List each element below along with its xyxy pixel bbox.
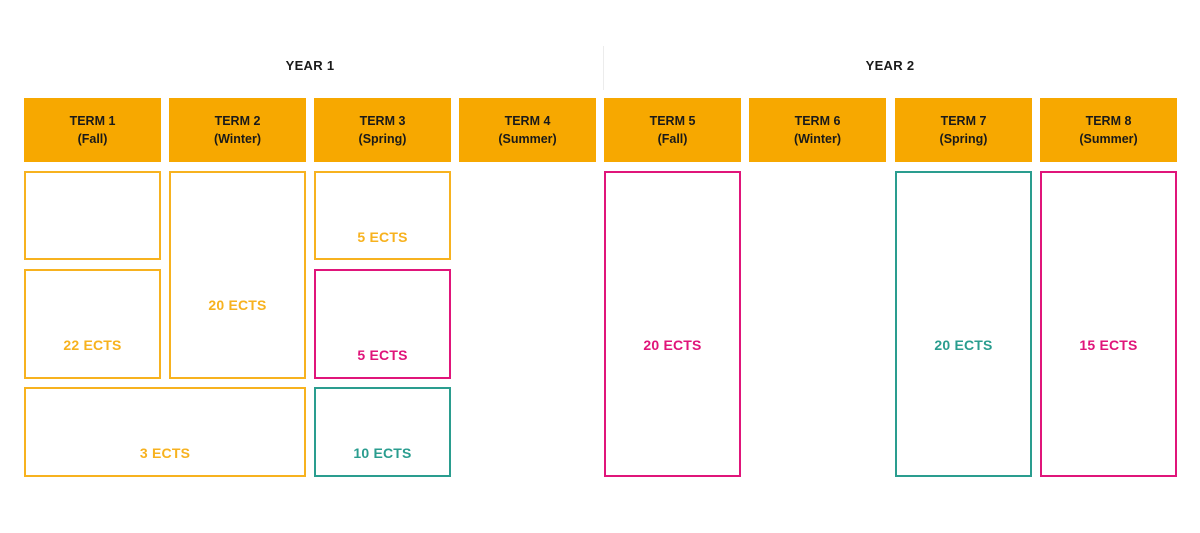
term-7-label: TERM 7 bbox=[940, 114, 987, 128]
term-8-header: TERM 8 (Summer) bbox=[1040, 98, 1177, 162]
term-7-season: (Spring) bbox=[939, 132, 988, 146]
term-3-middle-block: 5 ECTS bbox=[314, 269, 451, 379]
term-2-block: 20 ECTS bbox=[169, 171, 306, 379]
term-3-header: TERM 3 (Spring) bbox=[314, 98, 451, 162]
term-8-season: (Summer) bbox=[1079, 132, 1138, 146]
term-2-season: (Winter) bbox=[213, 132, 262, 146]
term-3-label: TERM 3 bbox=[359, 114, 406, 128]
term-1-label: TERM 1 bbox=[69, 114, 116, 128]
term-3-top-block: 5 ECTS bbox=[314, 171, 451, 260]
term-4-season: (Summer) bbox=[498, 132, 557, 146]
term-3-top-ects: 5 ECTS bbox=[357, 229, 408, 245]
term-5-ects: 20 ECTS bbox=[643, 337, 702, 353]
term-1-bottom-ects: 22 ECTS bbox=[63, 337, 122, 353]
term-1-2-wide-ects: 3 ECTS bbox=[139, 445, 191, 461]
term-7-header: TERM 7 (Spring) bbox=[895, 98, 1032, 162]
term-5-header: TERM 5 (Fall) bbox=[604, 98, 741, 162]
term-6-season: (Winter) bbox=[793, 132, 842, 146]
year-1-title: YEAR 1 bbox=[285, 58, 335, 73]
term-2-ects: 20 ECTS bbox=[208, 297, 267, 313]
year-divider bbox=[603, 46, 604, 90]
term-3-bottom-block: 10 ECTS bbox=[314, 387, 451, 477]
term-5-block: 20 ECTS bbox=[604, 171, 741, 477]
term-4-label: TERM 4 bbox=[504, 114, 551, 128]
term-2-header: TERM 2 (Winter) bbox=[169, 98, 306, 162]
term-4-header: TERM 4 (Summer) bbox=[459, 98, 596, 162]
term-5-label: TERM 5 bbox=[649, 114, 696, 128]
term-5-season: (Fall) bbox=[657, 132, 688, 146]
term-1-bottom-block: 22 ECTS bbox=[24, 269, 161, 379]
term-6-header: TERM 6 (Winter) bbox=[749, 98, 886, 162]
term-2-label: TERM 2 bbox=[214, 114, 261, 128]
term-1-2-wide-block: 3 ECTS bbox=[24, 387, 306, 477]
term-1-top-block bbox=[24, 171, 161, 260]
term-8-ects: 15 ECTS bbox=[1079, 337, 1138, 353]
term-6-label: TERM 6 bbox=[794, 114, 841, 128]
term-3-season: (Spring) bbox=[358, 132, 407, 146]
term-1-header: TERM 1 (Fall) bbox=[24, 98, 161, 162]
term-7-ects: 20 ECTS bbox=[934, 337, 993, 353]
year-2-title: YEAR 2 bbox=[865, 58, 915, 73]
term-7-block: 20 ECTS bbox=[895, 171, 1032, 477]
term-8-block: 15 ECTS bbox=[1040, 171, 1177, 477]
term-3-bottom-ects: 10 ECTS bbox=[353, 445, 412, 461]
term-1-season: (Fall) bbox=[77, 132, 108, 146]
term-3-middle-ects: 5 ECTS bbox=[357, 347, 408, 363]
term-8-label: TERM 8 bbox=[1085, 114, 1132, 128]
